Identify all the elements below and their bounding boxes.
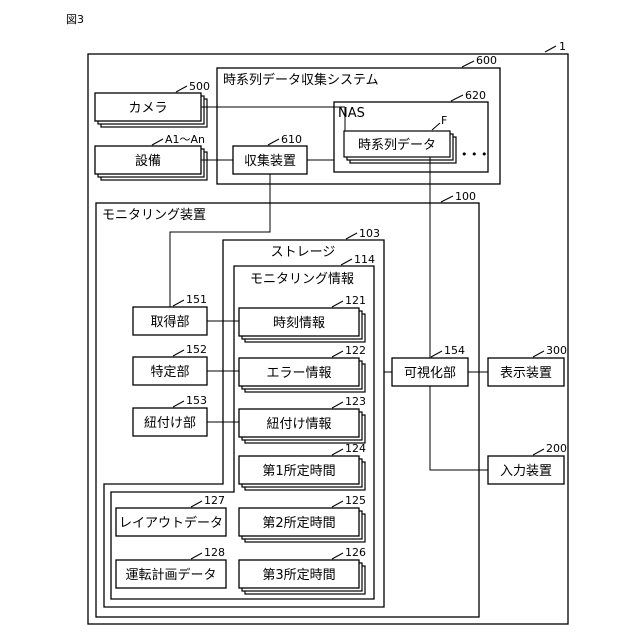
ref-124: 124 bbox=[345, 442, 366, 455]
figure-label: 図3 bbox=[66, 13, 84, 26]
period1-label: 第1所定時間 bbox=[262, 464, 335, 479]
nas-label: NAS bbox=[338, 106, 365, 121]
ref-200: 200 bbox=[546, 442, 567, 455]
link-info-label: 紐付け情報 bbox=[266, 417, 331, 432]
ref-114: 114 bbox=[354, 253, 375, 266]
period2-label: 第2所定時間 bbox=[262, 516, 335, 531]
ref-123: 123 bbox=[345, 395, 366, 408]
ref-152: 152 bbox=[186, 343, 207, 356]
more-data-ellipsis: • • • bbox=[461, 148, 487, 161]
ref-620: 620 bbox=[465, 89, 486, 102]
ref-126: 126 bbox=[345, 546, 366, 559]
ref-151: 151 bbox=[186, 293, 207, 306]
error-info-label: エラー情報 bbox=[266, 366, 331, 381]
time-info-label: 時刻情報 bbox=[273, 316, 325, 331]
acquisition-unit-label: 取得部 bbox=[150, 314, 189, 330]
period3-label: 第3所定時間 bbox=[262, 568, 335, 583]
ref-100: 100 bbox=[455, 190, 476, 203]
input-device-label: 入力装置 bbox=[500, 464, 552, 479]
collection-system-label: 時系列データ収集システム bbox=[223, 72, 379, 88]
ref-121: 121 bbox=[345, 294, 366, 307]
ref-F: F bbox=[441, 114, 447, 127]
ref-1: 1 bbox=[559, 40, 566, 53]
visualization-unit-label: 可視化部 bbox=[404, 366, 456, 381]
ref-600: 600 bbox=[476, 54, 497, 67]
linking-unit-label: 紐付け部 bbox=[144, 416, 196, 431]
ref-610: 610 bbox=[281, 133, 302, 146]
ref-128: 128 bbox=[204, 546, 225, 559]
identification-unit-label: 特定部 bbox=[150, 365, 189, 380]
monitoring-device-label: モニタリング装置 bbox=[102, 208, 206, 223]
layout-data-label: レイアウトデータ bbox=[119, 515, 223, 531]
ref-122: 122 bbox=[345, 344, 366, 357]
ref-500: 500 bbox=[189, 80, 210, 93]
storage-label: ストレージ bbox=[271, 245, 336, 260]
collector-label: 収集装置 bbox=[244, 153, 296, 169]
ref-154: 154 bbox=[444, 344, 465, 357]
ref-125: 125 bbox=[345, 494, 366, 507]
timeseries-data-label: 時系列データ bbox=[358, 137, 436, 153]
camera-label: カメラ bbox=[128, 101, 167, 116]
monitoring-info-label: モニタリング情報 bbox=[250, 272, 354, 287]
ref-300: 300 bbox=[546, 344, 567, 357]
ref-127: 127 bbox=[204, 494, 225, 507]
equipment-label: 設備 bbox=[135, 153, 161, 169]
operation-plan-label: 運転計画データ bbox=[125, 567, 216, 583]
ref-103: 103 bbox=[359, 227, 380, 240]
ref-A1-An: A1〜An bbox=[165, 133, 205, 146]
display-device-label: 表示装置 bbox=[500, 366, 552, 381]
ref-153: 153 bbox=[186, 394, 207, 407]
